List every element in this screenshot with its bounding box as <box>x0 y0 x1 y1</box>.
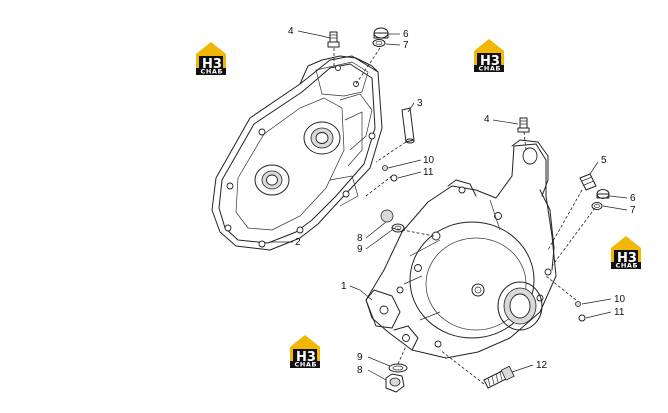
assembly-lines <box>333 47 596 385</box>
plug-part <box>591 189 610 210</box>
logo-word: СНАБ <box>201 68 224 76</box>
nut-part <box>575 301 586 322</box>
front-cover-part <box>365 139 557 359</box>
callout-8: 8 <box>357 233 363 244</box>
bolt-part <box>483 365 515 389</box>
callout-9: 9 <box>357 244 363 255</box>
callout-1: 1 <box>341 281 347 292</box>
callout-10: 10 <box>614 294 626 305</box>
callout-10: 10 <box>423 155 435 166</box>
callout-11: 11 <box>614 307 625 318</box>
logo-word: СНАБ <box>295 361 318 369</box>
watermark-logo: H3 СНАБ <box>290 335 320 369</box>
watermark-logo: H3 СНАБ <box>196 42 226 76</box>
callout-4: 4 <box>484 114 490 125</box>
nut-part <box>382 165 398 182</box>
callout-7: 7 <box>630 205 636 216</box>
drain-plug-part <box>579 173 597 191</box>
callout-12: 12 <box>536 360 548 371</box>
callout-6: 6 <box>630 193 636 204</box>
rear-housing-part <box>211 55 383 251</box>
plug-part <box>372 27 389 47</box>
watermark-logo: H3 СНАБ <box>474 39 504 73</box>
leader-lines <box>270 30 628 381</box>
callout-5: 5 <box>601 155 607 166</box>
callout-7: 7 <box>403 40 409 51</box>
callout-6: 6 <box>403 29 409 40</box>
callout-3: 3 <box>417 98 423 109</box>
callout-9: 9 <box>357 352 363 363</box>
dowel-pin-part <box>401 107 415 144</box>
logo-word: СНАБ <box>479 65 502 73</box>
logo-word: СНАБ <box>616 262 639 270</box>
seal-plug-part <box>380 209 405 233</box>
vent-screw-part <box>327 31 340 48</box>
vent-screw-part <box>517 117 530 133</box>
callout-2: 2 <box>295 237 301 248</box>
callout-11: 11 <box>423 167 434 178</box>
callout-labels: 4 6 7 3 10 11 2 4 5 6 7 8 9 1 10 11 9 8 … <box>288 26 636 376</box>
callout-8: 8 <box>357 365 363 376</box>
callout-4: 4 <box>288 26 294 37</box>
watermark-logo: H3 СНАБ <box>611 236 641 270</box>
seal-plug-part <box>385 363 408 393</box>
